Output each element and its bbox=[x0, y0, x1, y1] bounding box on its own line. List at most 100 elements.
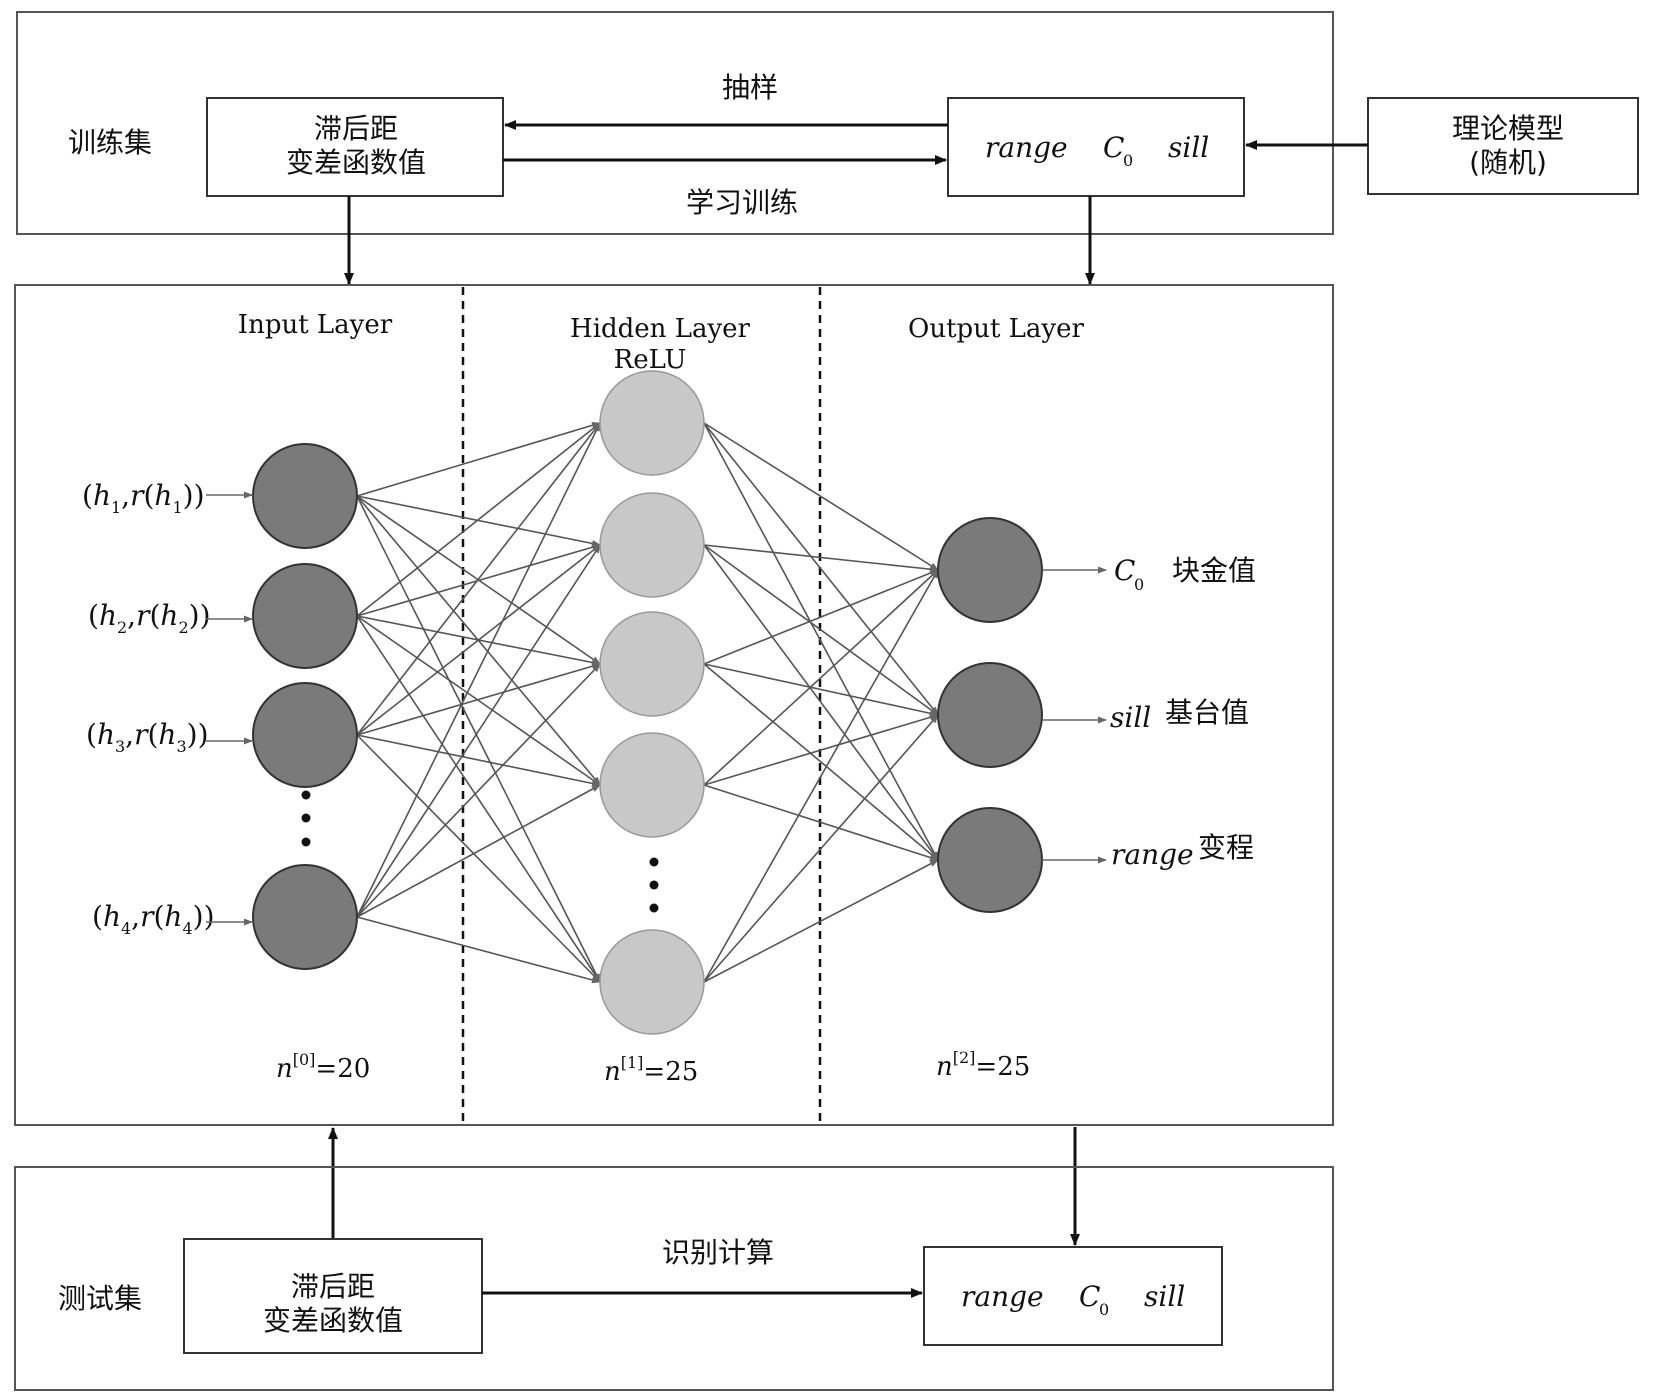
test-panel bbox=[14, 1166, 1334, 1391]
learning-label: 学习训练 bbox=[686, 186, 798, 219]
input-hidden-edge-3-2 bbox=[356, 544, 601, 736]
hidden-output-edge-2-2 bbox=[703, 544, 939, 716]
input-hidden-edge-3-4 bbox=[356, 734, 601, 787]
identify-label: 识别计算 bbox=[662, 1236, 774, 1269]
hidden-node-1 bbox=[599, 370, 705, 476]
test-set-label: 测试集 bbox=[58, 1282, 142, 1315]
training-param-range: range bbox=[985, 131, 1068, 164]
input-node-1 bbox=[252, 443, 358, 549]
theory-model-line1: 理论模型 bbox=[1452, 112, 1564, 145]
hidden-output-edge-1-1 bbox=[703, 422, 939, 571]
hidden-output-edge-1-2 bbox=[703, 422, 939, 716]
output-node-c0 bbox=[937, 517, 1043, 623]
hidden-nodes bbox=[599, 370, 705, 1035]
input-hidden-edge-4-2 bbox=[356, 544, 601, 918]
test-param-c0: C bbox=[1079, 1280, 1100, 1313]
test-param-c0-sub: 0 bbox=[1099, 1300, 1109, 1319]
input-hidden-edge-4-5 bbox=[356, 916, 601, 984]
hidden-output-edge-4-2 bbox=[703, 713, 939, 786]
hidden-output-edge-2-3 bbox=[703, 544, 939, 861]
output-label-sill-name: 基台值 bbox=[1165, 696, 1249, 729]
training-lag-box-line1: 滞后距 bbox=[314, 112, 398, 145]
training-lag-box bbox=[206, 97, 504, 197]
hidden-layer-title: Hidden Layer bbox=[570, 314, 751, 344]
hidden-count-label: n[1]=25 bbox=[604, 1053, 698, 1087]
hidden-ellipsis bbox=[649, 857, 659, 913]
input-hidden-edge-2-4 bbox=[356, 615, 601, 786]
output-label-c0-sub: 0 bbox=[1134, 575, 1144, 594]
output-label-range-name: 变程 bbox=[1198, 831, 1254, 864]
training-set-label: 训练集 bbox=[68, 126, 152, 159]
input-hidden-edge-4-3 bbox=[356, 663, 601, 918]
connection-edges bbox=[356, 421, 939, 984]
input-hidden-edge-3-1 bbox=[356, 422, 601, 736]
test-param-range: range bbox=[961, 1280, 1044, 1313]
hidden-output-edge-4-1 bbox=[703, 569, 939, 786]
hidden-output-edge-4-3 bbox=[703, 784, 939, 861]
hidden-output-edge-3-3 bbox=[703, 663, 939, 861]
training-param-c0: C bbox=[1103, 131, 1124, 164]
input-hidden-edge-1-5 bbox=[356, 495, 601, 983]
test-lag-box bbox=[183, 1238, 483, 1354]
input-hidden-edge-3-3 bbox=[356, 662, 601, 736]
training-lag-box-line2: 变差函数值 bbox=[286, 146, 426, 179]
hidden-output-edge-5-3 bbox=[703, 859, 939, 983]
input-label-4: (h4,r(h4)) bbox=[92, 900, 215, 938]
output-label-sill-symbol: sill bbox=[1110, 701, 1151, 734]
hidden-output-edge-5-2 bbox=[703, 714, 939, 983]
test-param-sill: sill bbox=[1144, 1280, 1185, 1313]
input-hidden-edge-4-1 bbox=[356, 422, 601, 918]
network-panel bbox=[14, 284, 1334, 1126]
training-param-sill: sill bbox=[1168, 131, 1209, 164]
input-node-2 bbox=[252, 563, 358, 669]
hidden-node-2 bbox=[599, 492, 705, 598]
hidden-output-edge-2-1 bbox=[703, 544, 939, 573]
input-hidden-edge-2-2 bbox=[356, 543, 601, 617]
input-node-3 bbox=[252, 682, 358, 788]
svg-text:n[2]=25: n[2]=25 bbox=[936, 1048, 1030, 1082]
svg-text:(h1,r(h1)): (h1,r(h1)) bbox=[82, 479, 205, 517]
output-label-range-symbol: range bbox=[1111, 838, 1194, 871]
theory-model-line2: (随机) bbox=[1469, 146, 1547, 179]
output-label-c0-name: 块金值 bbox=[1172, 554, 1256, 587]
hidden-output-edge-1-3 bbox=[703, 422, 939, 861]
test-lag-box-line2: 变差函数值 bbox=[263, 1304, 403, 1337]
hidden-layer-activation: ReLU bbox=[614, 345, 687, 375]
svg-text:(h2,r(h2)): (h2,r(h2)) bbox=[88, 599, 211, 637]
sampling-label: 抽样 bbox=[722, 71, 778, 104]
input-hidden-edge-1-1 bbox=[356, 421, 601, 497]
input-hidden-edge-4-4 bbox=[356, 784, 601, 918]
input-hidden-edge-2-5 bbox=[356, 615, 601, 983]
output-node-sill bbox=[937, 662, 1043, 768]
input-nodes bbox=[252, 443, 358, 970]
input-hidden-edge-3-5 bbox=[356, 734, 601, 983]
output-node-range bbox=[937, 807, 1043, 913]
hidden-node-4 bbox=[599, 732, 705, 838]
output-label-c0-symbol: C bbox=[1114, 554, 1135, 587]
theory-model-box bbox=[1367, 97, 1639, 195]
training-params-box bbox=[947, 97, 1245, 197]
svg-text:(h4,r(h4)): (h4,r(h4)) bbox=[92, 900, 215, 938]
training-panel bbox=[16, 11, 1334, 235]
input-node-4 bbox=[252, 864, 358, 970]
output-layer-title: Output Layer bbox=[908, 314, 1084, 344]
input-hidden-edge-2-1 bbox=[356, 422, 601, 617]
input-label-1: (h1,r(h1)) bbox=[82, 479, 205, 517]
svg-text:n[0]=20: n[0]=20 bbox=[276, 1050, 370, 1084]
output-count-label: n[2]=25 bbox=[936, 1048, 1030, 1082]
hidden-output-edge-3-1 bbox=[703, 569, 939, 665]
input-label-2: (h2,r(h2)) bbox=[88, 599, 211, 637]
input-label-3: (h3,r(h3)) bbox=[86, 718, 209, 756]
output-nodes bbox=[937, 517, 1043, 913]
hidden-output-edge-5-1 bbox=[703, 569, 939, 983]
hidden-node-3 bbox=[599, 611, 705, 717]
test-params-box bbox=[923, 1246, 1223, 1346]
test-lag-box-line1: 滞后距 bbox=[291, 1270, 375, 1303]
input-ellipsis bbox=[301, 790, 311, 847]
hidden-node-5 bbox=[599, 929, 705, 1035]
svg-text:(h3,r(h3)): (h3,r(h3)) bbox=[86, 718, 209, 756]
input-layer-title: Input Layer bbox=[238, 310, 393, 340]
hidden-output-edge-3-2 bbox=[703, 663, 939, 717]
input-count-label: n[0]=20 bbox=[276, 1050, 370, 1084]
